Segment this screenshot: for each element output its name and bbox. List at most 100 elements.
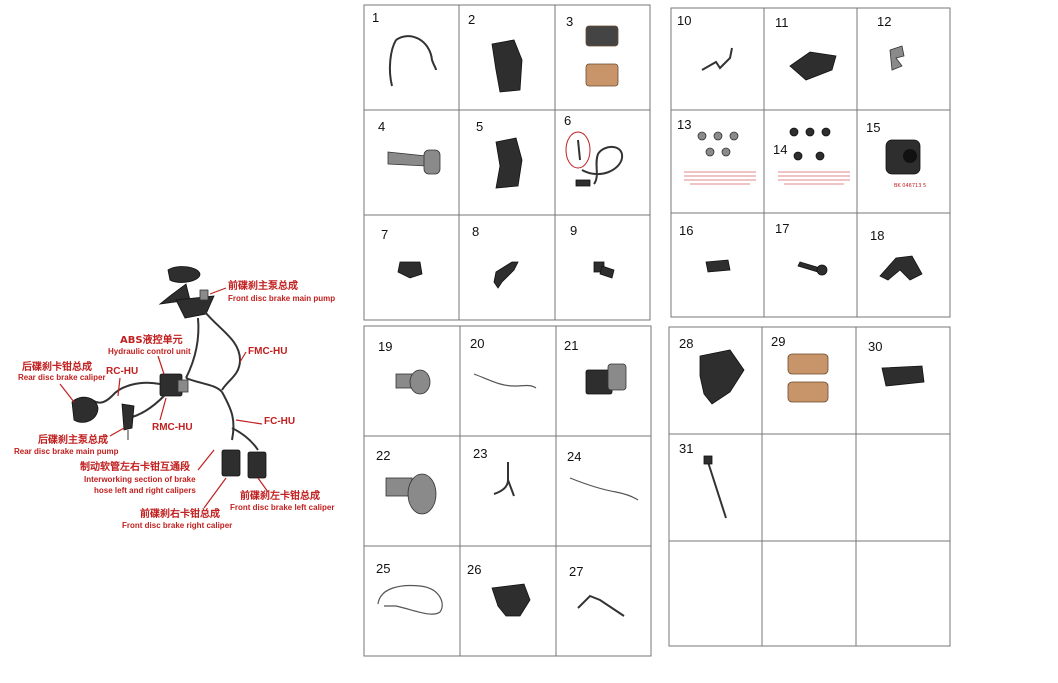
part-number: 4 bbox=[378, 119, 385, 134]
parts-grid-b: 10 11 12 13 14 15 16 17 18 bbox=[670, 7, 951, 318]
part-number: 1 bbox=[372, 10, 379, 25]
rc-hu-label: RC-HU bbox=[106, 366, 138, 377]
abs-motor bbox=[177, 379, 189, 393]
part-number: 24 bbox=[567, 449, 581, 464]
part-6-connector bbox=[575, 179, 591, 187]
rear-caliper-label-cn: 后碟刹卡钳总成 bbox=[22, 360, 92, 373]
fc-hu-label: FC-HU bbox=[264, 416, 295, 427]
part-15-cap bbox=[885, 139, 921, 175]
fmc-hu-label: FMC-HU bbox=[248, 346, 287, 357]
part-number: 22 bbox=[376, 448, 390, 463]
part-number: 3 bbox=[566, 14, 573, 29]
part-number: 27 bbox=[569, 564, 583, 579]
part-24-hose bbox=[569, 477, 639, 501]
left-caliper-label-cn: 前碟刹左卡钳总成 bbox=[240, 489, 320, 502]
front-pump-label-cn: 前碟刹主泵总成 bbox=[228, 279, 298, 292]
rear-pump-label-en: Rear disc brake main pump bbox=[14, 447, 119, 456]
right-caliper-label-en: Front disc brake right caliper bbox=[122, 521, 232, 530]
part-20-hose bbox=[473, 373, 537, 389]
part-16-screw bbox=[705, 259, 731, 273]
part-11-plate bbox=[789, 51, 837, 81]
parts-grid-a: 1 2 3 4 5 6 7 8 9 bbox=[363, 4, 651, 321]
part-29-pad-bottom bbox=[787, 381, 829, 403]
abs-label-en: Hydraulic control unit bbox=[108, 347, 191, 356]
part-4-bolt bbox=[387, 151, 427, 167]
mirror-shape bbox=[167, 266, 201, 283]
part-number: 5 bbox=[476, 119, 483, 134]
hose-link bbox=[185, 377, 223, 393]
rear-caliper-label-en: Rear disc brake caliper bbox=[18, 373, 106, 382]
part-26-clamp bbox=[491, 583, 531, 617]
part-8-bracket bbox=[493, 261, 519, 289]
hose-abs bbox=[185, 317, 200, 379]
part-4-bolt-head bbox=[423, 149, 441, 175]
part-number: 26 bbox=[467, 562, 481, 577]
hose-label-cn: 制动软管左右卡钳互通段 bbox=[80, 460, 190, 473]
hose-label-en1: Interworking section of brake bbox=[84, 475, 196, 484]
front-pump-label-en: Front disc brake main pump bbox=[228, 294, 335, 303]
part-number: 17 bbox=[775, 221, 789, 236]
hose-label-en2: hose left and right calipers bbox=[94, 486, 196, 495]
part-15-hole bbox=[903, 149, 917, 163]
part-number: 13 bbox=[677, 117, 691, 132]
part-number: 18 bbox=[870, 228, 884, 243]
part-9-bolt-shank bbox=[599, 265, 615, 279]
hose-fmc bbox=[204, 311, 242, 391]
part-number: 25 bbox=[376, 561, 390, 576]
part-number: 6 bbox=[564, 113, 571, 128]
part-number: 23 bbox=[473, 446, 487, 461]
part-number: 19 bbox=[378, 339, 392, 354]
part-31-cable-tie bbox=[707, 461, 727, 519]
part-10-bracket bbox=[701, 47, 733, 71]
hose-rear bbox=[91, 381, 161, 404]
rear-pump-label-cn: 后碟刹主泵总成 bbox=[38, 433, 108, 446]
part-31-cable-tie-head bbox=[703, 455, 713, 465]
reservoir-shape bbox=[199, 289, 209, 301]
part-25-cable bbox=[377, 584, 443, 615]
part-13-fine-print bbox=[684, 171, 756, 185]
brake-system-illustration: 前碟刹主泵总成 Front disc brake main pump ABS液控… bbox=[14, 266, 335, 530]
part-6-sensor bbox=[577, 139, 624, 185]
part-number: 11 bbox=[775, 15, 789, 30]
part-number: 14 bbox=[773, 142, 787, 157]
part-22-head bbox=[407, 473, 437, 515]
right-caliper bbox=[221, 449, 241, 477]
part-number: 21 bbox=[564, 338, 578, 353]
rmc-hu-label: RMC-HU bbox=[152, 422, 193, 433]
left-caliper bbox=[247, 451, 267, 479]
part-21-abs-motor bbox=[607, 363, 627, 391]
part-6-highlight bbox=[565, 131, 591, 169]
part-30-cover bbox=[881, 365, 925, 387]
part-18-bracket bbox=[879, 255, 923, 281]
part-15-code: BK 046713 5 bbox=[894, 183, 926, 189]
part-19-head bbox=[409, 369, 431, 395]
part-number: 10 bbox=[677, 13, 691, 28]
right-caliper-label-cn: 前碟刹右卡钳总成 bbox=[140, 507, 220, 520]
part-number: 9 bbox=[570, 223, 577, 238]
hose-interworking bbox=[231, 427, 259, 451]
part-29-pad-top bbox=[787, 353, 829, 375]
part-17-head bbox=[816, 264, 828, 276]
part-23-sensor bbox=[493, 462, 515, 497]
part-2-bracket bbox=[491, 39, 523, 93]
part-19-shank bbox=[395, 373, 413, 389]
rear-pump bbox=[121, 403, 135, 431]
part-number: 8 bbox=[472, 224, 479, 239]
part-14-grommets bbox=[789, 127, 831, 161]
left-caliper-label-en: Front disc brake left caliper bbox=[230, 503, 334, 512]
part-number: 31 bbox=[679, 441, 693, 456]
hose-fc bbox=[221, 391, 235, 441]
part-number: 28 bbox=[679, 336, 693, 351]
part-1-hose bbox=[388, 35, 437, 87]
part-number: 16 bbox=[679, 223, 693, 238]
leader-lines bbox=[59, 287, 269, 509]
parts-grid-d: 28 29 30 31 bbox=[668, 326, 951, 647]
part-number: 29 bbox=[771, 334, 785, 349]
abs-label-cn: ABS液控单元 bbox=[120, 333, 183, 346]
parts-grid-c: 19 20 21 22 23 24 25 26 27 bbox=[363, 325, 652, 657]
rear-caliper bbox=[71, 396, 99, 423]
part-number: 12 bbox=[877, 14, 891, 29]
part-3-pad-back bbox=[585, 25, 619, 47]
part-14-fine-print bbox=[778, 171, 850, 185]
